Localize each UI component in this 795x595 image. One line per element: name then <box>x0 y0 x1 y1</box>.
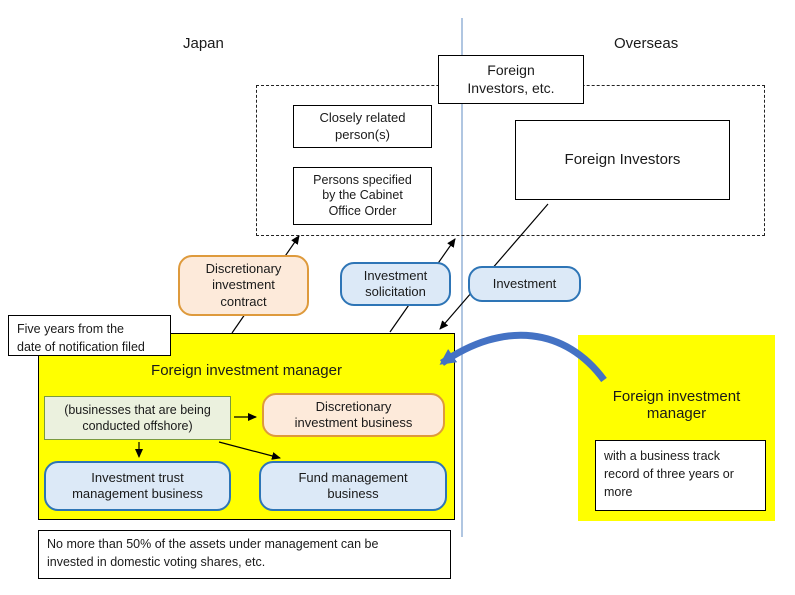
five-years-line-1: Five years from the <box>17 322 124 336</box>
foreign-investors-label: Foreign Investors <box>564 150 681 168</box>
closely-related-label: Closely related person(s) <box>319 110 406 142</box>
assets-limit-line-2: invested in domestic voting shares, etc. <box>47 555 266 570</box>
track-record-label: with a business track record of three ye… <box>604 449 734 500</box>
fund-business-badge: Fund management business <box>259 461 447 511</box>
five-years-line-2: date of notification filed <box>17 340 145 355</box>
region-label-overseas: Overseas <box>614 35 679 52</box>
overseas-manager-title: Foreign investment manager <box>612 388 741 422</box>
region-label-japan: Japan <box>183 35 224 52</box>
discretionary-contract-badge: Discretionary investment contract <box>178 255 309 316</box>
discretionary-business-label: Discretionary investment business <box>294 398 413 430</box>
closely-related-box: Closely related person(s) <box>293 105 432 148</box>
persons-specified-label: Persons specified by the Cabinet Office … <box>313 172 412 218</box>
discretionary-business-badge: Discretionary investment business <box>262 393 445 437</box>
investment-trust-label: Investment trust management business <box>72 469 203 501</box>
japan-manager-title: Foreign investment manager <box>151 362 342 379</box>
foreign-investors-box: Foreign Investors <box>515 120 730 200</box>
investment-solicitation-label: Investment solicitation <box>363 267 428 299</box>
offshore-note-label: (businesses that are being conducted off… <box>64 402 211 433</box>
fund-business-label: Fund management business <box>298 469 408 501</box>
offshore-note-box: (businesses that are being conducted off… <box>44 396 231 440</box>
five-years-note: Five years from the date of notification… <box>8 315 171 356</box>
investment-solicitation-badge: Investment solicitation <box>340 262 451 306</box>
track-record-box: with a business track record of three ye… <box>595 440 766 511</box>
investment-trust-badge: Investment trust management business <box>44 461 231 511</box>
foreign-investors-etc-label: Foreign Investors, etc. <box>467 62 555 96</box>
investment-label: Investment <box>492 275 557 291</box>
assets-limit-note: No more than 50% of the assets under man… <box>38 530 451 579</box>
assets-limit-line-1: No more than 50% of the assets under man… <box>47 537 379 551</box>
foreign-investors-etc-box: Foreign Investors, etc. <box>438 55 584 104</box>
investment-badge: Investment <box>468 266 581 302</box>
discretionary-contract-label: Discretionary investment contract <box>205 261 282 309</box>
persons-specified-box: Persons specified by the Cabinet Office … <box>293 167 432 225</box>
